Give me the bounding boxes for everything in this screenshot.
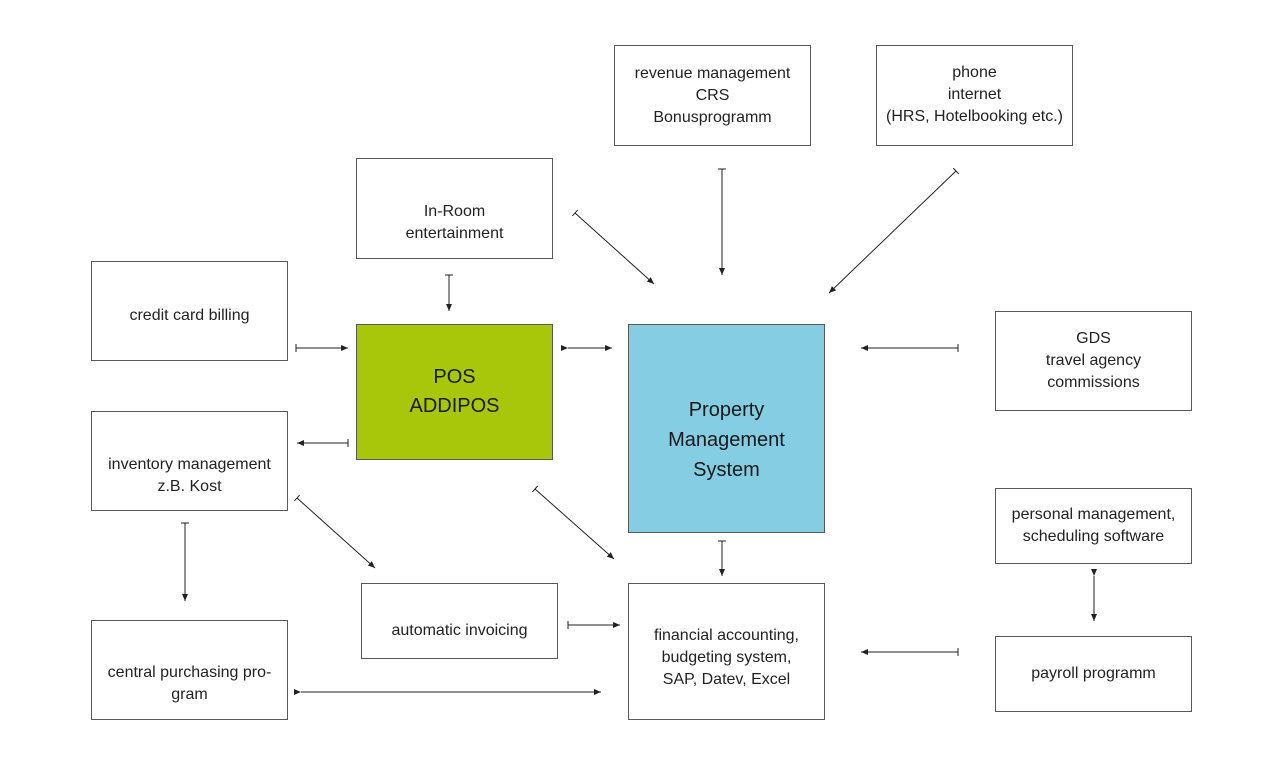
- arrow-inventory-to-invoicing: [293, 494, 376, 569]
- credit-card-billing-label: credit card billing: [129, 307, 250, 324]
- inventory-management-box: inventory management z.B. Kost: [91, 411, 288, 511]
- phone-internet-label: phone internet (HRS, Hotelbooking etc.): [886, 64, 1063, 125]
- pos-addipos-label: POS ADDIPOS: [409, 366, 500, 417]
- inventory-management-label: inventory management z.B. Kost: [108, 456, 271, 495]
- financial-accounting-label: financial accounting, budgeting system, …: [654, 627, 799, 688]
- central-purchasing-box: central purchasing pro- gram: [91, 620, 288, 720]
- central-purchasing-label: central purchasing pro- gram: [107, 664, 272, 703]
- payroll-programm-box: payroll programm: [995, 636, 1192, 712]
- gds-label: GDS travel agency commissions: [1045, 330, 1142, 391]
- arrow-pos-to-financial: [531, 485, 615, 560]
- in-room-entertainment-box: In-Room entertainment: [356, 158, 553, 259]
- revenue-management-label: revenue management CRS Bonusprogramm: [634, 64, 791, 126]
- credit-card-billing-box: credit card billing: [91, 261, 288, 361]
- personal-management-box: personal management, scheduling software: [995, 488, 1192, 564]
- gds-box: GDS travel agency commissions: [995, 311, 1192, 411]
- automatic-invoicing-box: automatic invoicing: [361, 583, 558, 659]
- in-room-entertainment-label: In-Room entertainment: [405, 203, 504, 242]
- pos-addipos-box: POS ADDIPOS: [356, 324, 553, 460]
- phone-internet-box: phone internet (HRS, Hotelbooking etc.): [876, 45, 1073, 146]
- property-management-system-label: Property Management System: [668, 399, 785, 481]
- property-management-system-box: Property Management System: [628, 324, 825, 533]
- automatic-invoicing-label: automatic invoicing: [391, 622, 528, 639]
- revenue-management-box: revenue management CRS Bonusprogramm: [614, 45, 811, 146]
- payroll-programm-label: payroll programm: [1031, 665, 1156, 682]
- arrow-inroom-to-pms: [571, 209, 655, 285]
- financial-accounting-box: financial accounting, budgeting system, …: [628, 583, 825, 720]
- personal-management-label: personal management, scheduling software: [1011, 506, 1176, 545]
- arrow-phone-to-pms: [828, 167, 960, 294]
